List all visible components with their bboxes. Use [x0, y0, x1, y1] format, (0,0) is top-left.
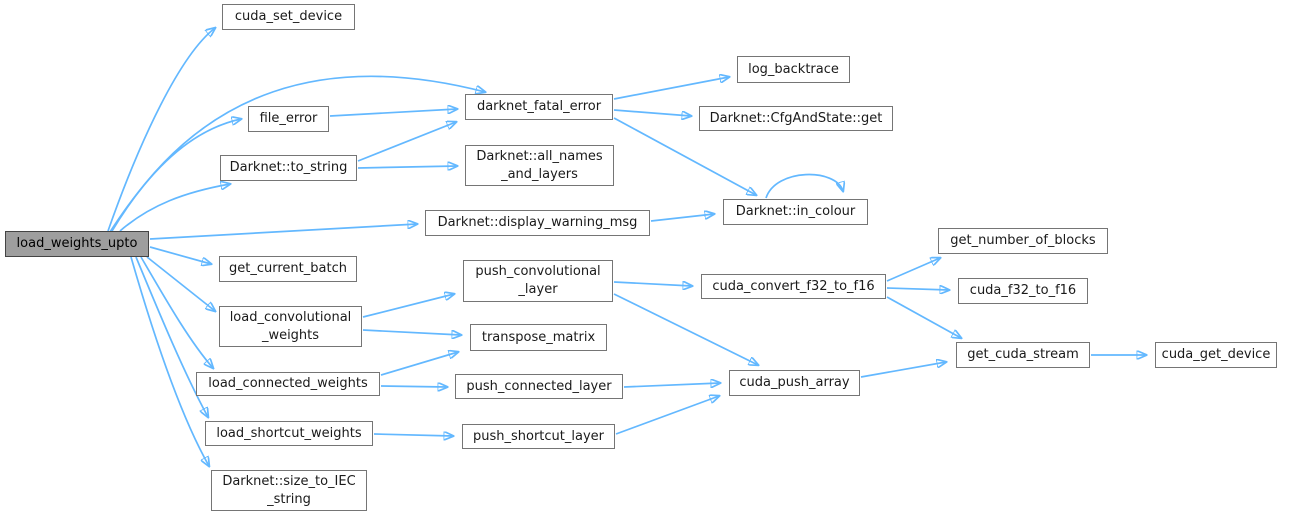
- node-file-error[interactable]: file_error: [248, 106, 329, 132]
- edge-load-weights-upto-to-load-convolutional-weights: [146, 256, 215, 311]
- edge-load-weights-upto-to-to-string: [119, 184, 230, 232]
- edge-load-convolutional-weights-to-transpose-matrix: [362, 329, 461, 335]
- edge-darknet-fatal-error-to-log-backtrace: [613, 77, 729, 100]
- node-cuda-f32-to-f16[interactable]: cuda_f32_to_f16: [958, 278, 1088, 304]
- edge-load-weights-upto-to-size-to-iec-string: [130, 256, 209, 466]
- node-push-shortcut-layer[interactable]: push_shortcut_layer: [462, 424, 615, 449]
- edge-cuda-push-array-to-get-cuda-stream: [860, 362, 946, 378]
- node-load-weights-upto[interactable]: load_weights_upto: [5, 231, 149, 257]
- node-load-shortcut-weights[interactable]: load_shortcut_weights: [205, 421, 373, 446]
- edge-cuda-convert-to-get-number-of-blocks: [886, 258, 940, 282]
- edge-push-connected-layer-to-cuda-push-array: [623, 383, 720, 387]
- edge-darknet-fatal-error-to-cfg-and-state-get: [613, 109, 691, 116]
- node-in-colour[interactable]: Darknet::in_colour: [723, 199, 868, 225]
- node-log-backtrace[interactable]: log_backtrace: [737, 56, 850, 83]
- edge-load-weights-upto-to-file-error: [109, 119, 241, 233]
- node-display-warning-msg[interactable]: Darknet::display_warning_msg: [425, 210, 650, 236]
- node-push-convolutional-layer[interactable]: push_convolutional _layer: [463, 260, 613, 302]
- node-cuda-push-array[interactable]: cuda_push_array: [729, 370, 860, 396]
- node-cuda-set-device[interactable]: cuda_set_device: [222, 4, 355, 30]
- edge-load-convolutional-weights-to-push-convolutional-layer: [362, 294, 454, 318]
- node-cuda-get-device[interactable]: cuda_get_device: [1155, 342, 1277, 368]
- edge-load-connected-weights-to-push-connected-layer: [380, 386, 447, 387]
- node-all-names-and-layers[interactable]: Darknet::all_names _and_layers: [465, 145, 614, 186]
- node-size-to-iec-string[interactable]: Darknet::size_to_IEC _string: [211, 470, 367, 511]
- edge-load-connected-weights-to-transpose-matrix: [380, 352, 458, 376]
- edge-load-weights-upto-to-load-shortcut-weights: [135, 256, 208, 417]
- edge-to-string-to-darknet-fatal-error: [357, 122, 456, 162]
- node-cuda-convert-f32-to-f16[interactable]: cuda_convert_f32_to_f16: [701, 274, 886, 299]
- edge-load-weights-upto-to-load-connected-weights: [140, 256, 213, 368]
- node-load-convolutional-weights[interactable]: load_convolutional _weights: [219, 306, 362, 347]
- node-cfg-and-state-get[interactable]: Darknet::CfgAndState::get: [699, 106, 893, 131]
- edge-cuda-convert-to-cuda-f32-to-f16: [886, 288, 949, 290]
- edge-load-weights-upto-to-get-current-batch: [149, 246, 211, 264]
- edge-push-convolutional-layer-to-cuda-push-array: [613, 293, 758, 365]
- edge-load-weights-upto-to-darknet-fatal-error: [111, 75, 485, 232]
- edge-to-string-to-all-names-and-layers: [357, 166, 457, 168]
- node-get-number-of-blocks[interactable]: get_number_of_blocks: [938, 228, 1108, 254]
- node-get-cuda-stream[interactable]: get_cuda_stream: [956, 342, 1090, 368]
- node-darknet-to-string[interactable]: Darknet::to_string: [220, 155, 357, 181]
- edge-darknet-fatal-error-to-in-colour: [613, 117, 756, 195]
- edge-push-shortcut-layer-to-cuda-push-array: [615, 396, 719, 435]
- edge-push-convolutional-layer-to-cuda-convert-f32-to-f16: [613, 282, 692, 286]
- node-transpose-matrix[interactable]: transpose_matrix: [470, 324, 607, 351]
- edge-load-shortcut-weights-to-push-shortcut-layer: [373, 434, 453, 436]
- edge-load-weights-upto-to-display-warning-msg: [149, 224, 417, 240]
- node-darknet-fatal-error[interactable]: darknet_fatal_error: [465, 94, 613, 120]
- node-get-current-batch[interactable]: get_current_batch: [219, 256, 357, 282]
- edge-file-error-to-darknet-fatal-error: [329, 109, 457, 117]
- edge-cuda-convert-to-get-cuda-stream: [886, 296, 961, 338]
- node-load-connected-weights[interactable]: load_connected_weights: [196, 372, 380, 396]
- node-push-connected-layer[interactable]: push_connected_layer: [455, 374, 623, 399]
- edge-load-weights-upto-to-cuda-set-device: [107, 28, 215, 232]
- edge-display-warning-msg-to-in-colour: [650, 214, 714, 222]
- edge-in-colour-self-loop: [765, 173, 843, 199]
